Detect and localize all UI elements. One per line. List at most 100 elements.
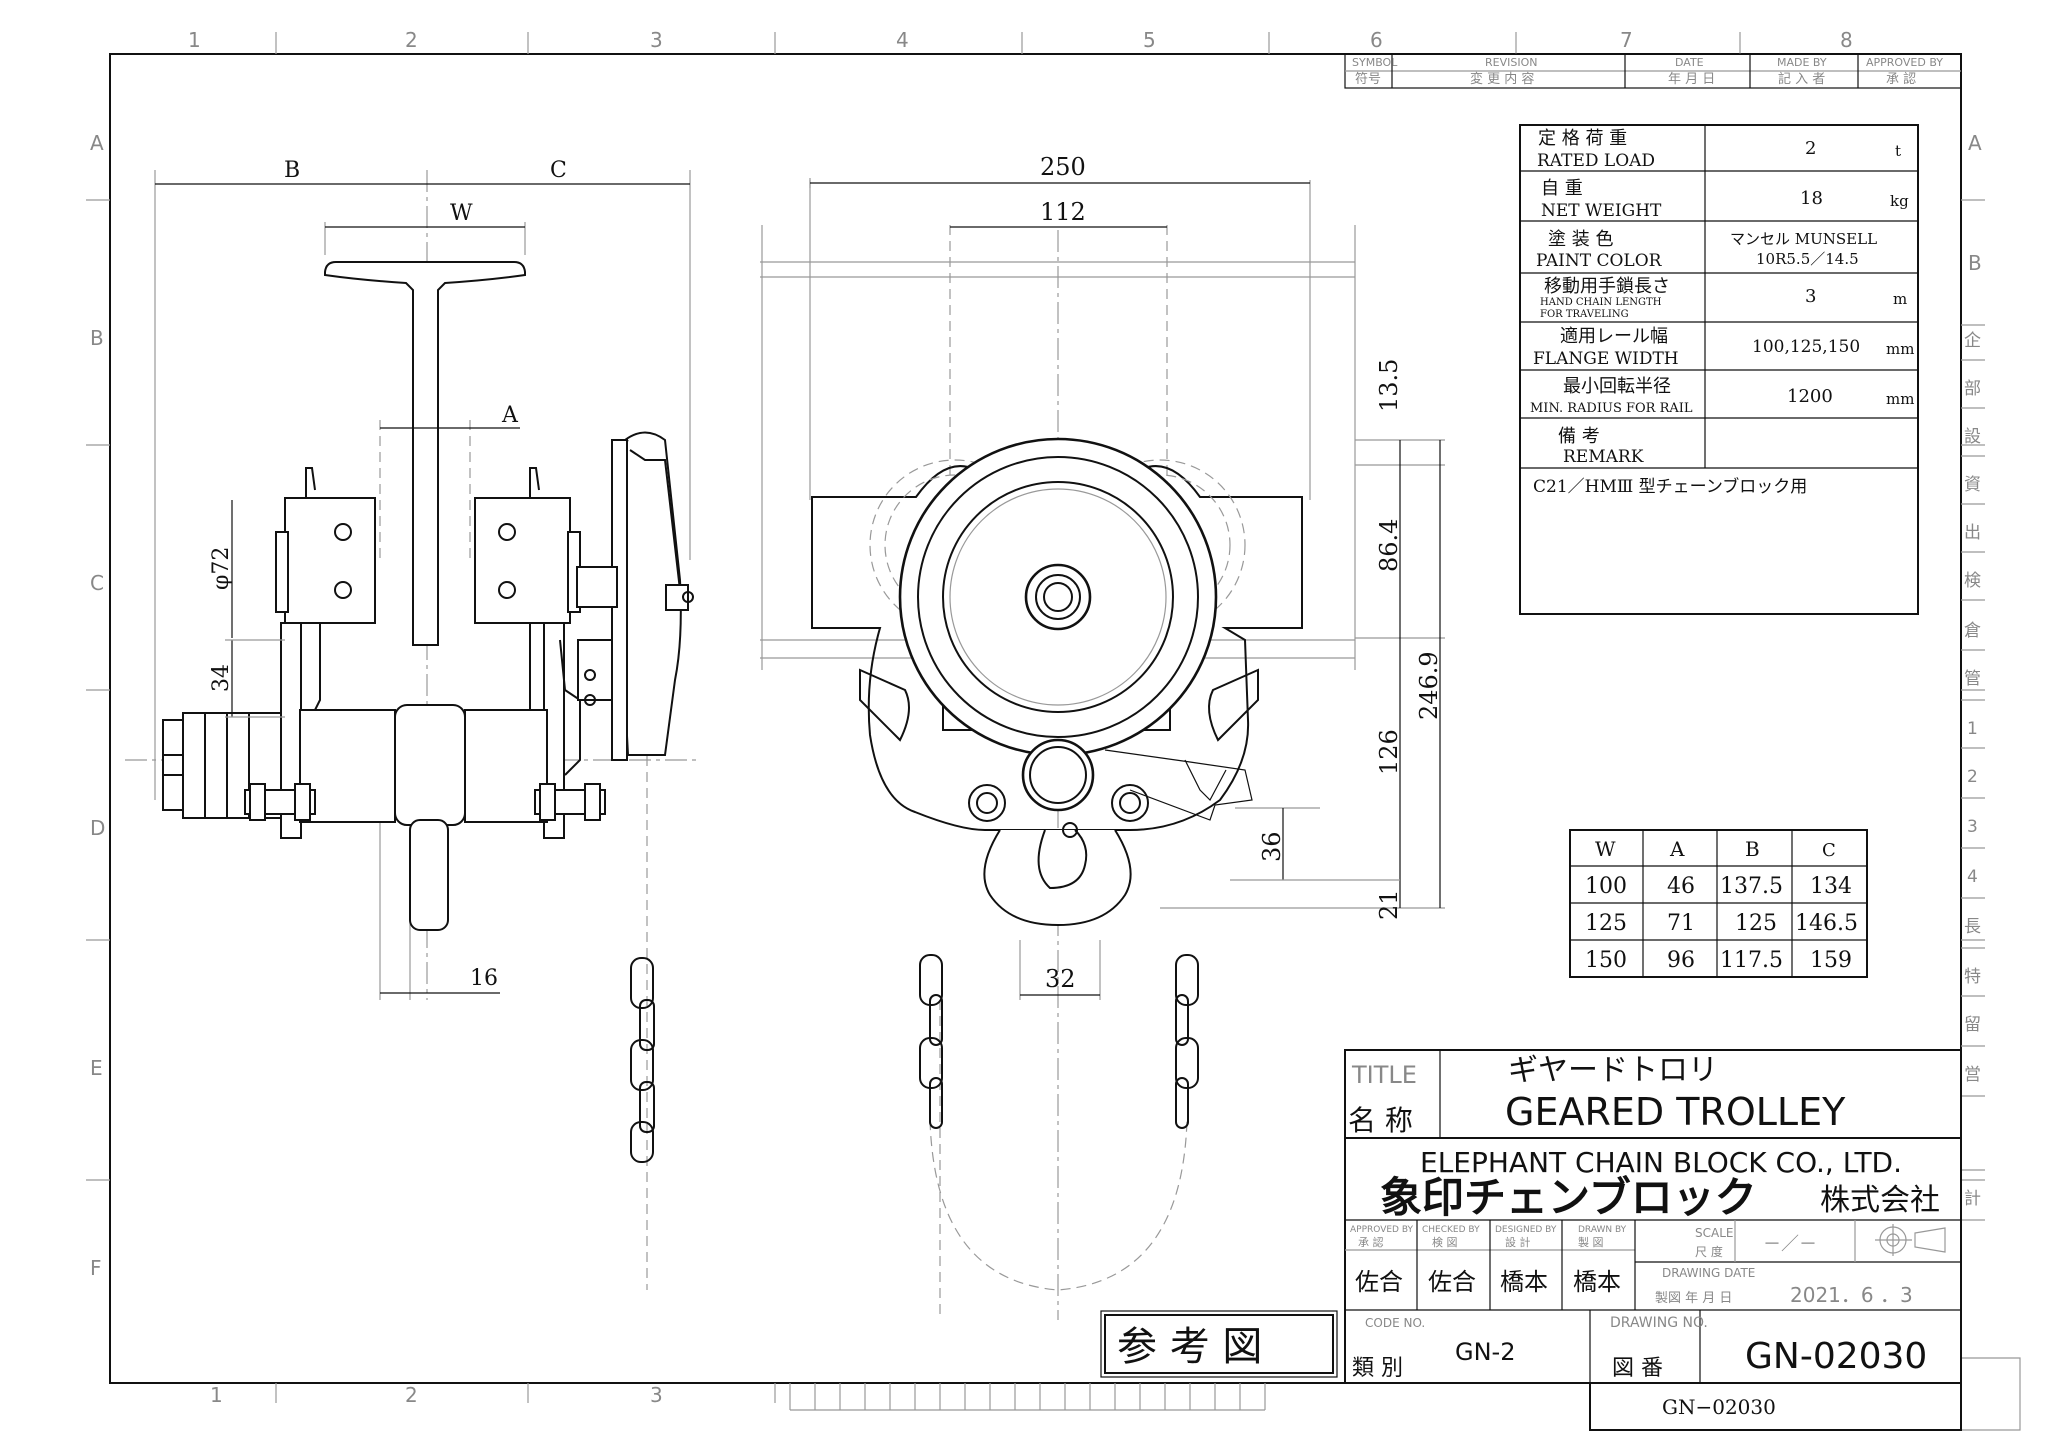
rev-made-by: MADE BY: [1777, 56, 1827, 69]
dt-cell-1-1: 71: [1667, 911, 1695, 936]
side-strip: 企 部 設 資 出 検 倉 管 1 2 3 4 長 特 留 営 計: [1961, 324, 2021, 1431]
tb-scale-value: －／－: [1763, 1234, 1817, 1255]
tb-company-jp: 象印チェンブロック: [1380, 1173, 1757, 1222]
spec-0-en: RATED LOAD: [1537, 151, 1655, 171]
rev-date-jp: 年 月 日: [1668, 72, 1715, 87]
tb-title-label: TITLE: [1351, 1061, 1417, 1089]
front-view: [760, 180, 1356, 1320]
spec-1-jp: 自 重: [1541, 178, 1583, 199]
dim-32: 32: [1045, 965, 1076, 993]
tb-drawing-date: 2021．6 ．3: [1790, 1283, 1913, 1307]
tb-drawer: 橋本: [1573, 1268, 1621, 1296]
spec-3-unit: m: [1893, 290, 1907, 308]
dimension-table: W A B C 100 46 137.5 134 125 71 125 146.…: [1569, 829, 1868, 978]
dt-header-B: B: [1745, 837, 1760, 861]
dim-B: B: [284, 158, 300, 183]
zone-col-5: 5: [1143, 28, 1156, 52]
zone-row-D: D: [90, 816, 105, 840]
rev-symbol-jp: 符号: [1355, 71, 1381, 87]
spec-4-value: 100,125,150: [1752, 337, 1860, 357]
tb-code-no: GN-2: [1455, 1338, 1515, 1366]
dt-cell-0-1: 46: [1667, 874, 1695, 899]
zone-row-A: A: [90, 131, 104, 155]
spec-0-unit: t: [1895, 142, 1901, 160]
spec-3-en2: FOR TRAVELING: [1540, 309, 1629, 320]
strip-9: 2: [1967, 767, 1978, 787]
spec-table: 定 格 荷 重 RATED LOAD 2 t 自 重 NET WEIGHT 18…: [1519, 124, 1919, 615]
strip-0: 企: [1964, 331, 1981, 351]
dim-126: 126: [1375, 729, 1403, 775]
front-hand-chain-left: [919, 954, 943, 1129]
dim-d72: φ72: [209, 547, 234, 590]
dim-36: 36: [1258, 831, 1286, 862]
zone-col-4: 4: [896, 28, 909, 52]
strip-14: 留: [1964, 1015, 1981, 1035]
zone-col-6: 6: [1370, 28, 1383, 52]
dt-cell-2-0: 150: [1585, 948, 1627, 973]
tb-drawing-no-label: DRAWING NO.: [1610, 1315, 1708, 1331]
sheet-frame: [86, 32, 1985, 1411]
strip-7: 管: [1964, 669, 1981, 689]
tb-drawn-by: DRAWN BY: [1578, 1225, 1627, 1235]
spec-5-value: 1200: [1787, 386, 1833, 407]
tb-scale-label: SCALE: [1695, 1226, 1733, 1240]
dt-header-C: C: [1822, 840, 1836, 861]
rev-date: DATE: [1675, 56, 1704, 69]
spec-5-jp: 最小回転半径: [1563, 376, 1671, 397]
tb-checked-by: CHECKED BY: [1422, 1225, 1480, 1235]
dim-C: C: [550, 158, 567, 183]
dim-13-5: 13.5: [1375, 359, 1403, 412]
tb-approver: 佐合: [1355, 1268, 1403, 1296]
zone-row-C: C: [90, 571, 104, 595]
reference-stamp-text: 参 考 図: [1117, 1324, 1262, 1370]
tb-bottom-drawing-no: GN−02030: [1662, 1395, 1776, 1419]
strip-13: 特: [1964, 967, 1981, 987]
zone-col-bottom-2: 2: [405, 1383, 418, 1407]
spec-4-unit: mm: [1886, 340, 1914, 358]
tb-drawing-date-label: DRAWING DATE: [1662, 1266, 1755, 1280]
spec-2-en: PAINT COLOR: [1536, 251, 1663, 271]
spec-6-jp: 備 考: [1558, 426, 1600, 447]
rev-revision: REVISION: [1485, 56, 1537, 69]
zone-col-bottom-3: 3: [650, 1383, 663, 1407]
tb-scale-label-jp: 尺 度: [1695, 1244, 1723, 1259]
spec-6-en: REMARK: [1563, 447, 1644, 467]
tb-drawing-no: GN-02030: [1745, 1336, 1927, 1377]
reference-stamp: 参 考 図: [1100, 1310, 1338, 1378]
tb-designer: 橋本: [1500, 1268, 1548, 1296]
spec-3-en: HAND CHAIN LENGTH: [1540, 297, 1662, 308]
strip-11: 4: [1967, 867, 1978, 887]
strip-12: 長: [1964, 917, 1981, 937]
tb-approved-by-jp: 承 認: [1358, 1235, 1384, 1249]
strip-16: 計: [1964, 1189, 1981, 1209]
dim-86-4: 86.4: [1375, 519, 1403, 572]
zone-col-7: 7: [1620, 28, 1633, 52]
zone-row-F: F: [90, 1256, 102, 1280]
dt-cell-2-1: 96: [1667, 948, 1695, 973]
tb-title-jp: ギヤードトロリ: [1508, 1053, 1718, 1088]
dim-d16: 16: [470, 966, 498, 991]
dt-header-A: A: [1669, 837, 1685, 861]
zone-col-3: 3: [650, 28, 663, 52]
zone-labels: 1 2 3 4 5 6 7 8 1 2 3 A B C D E F A B: [90, 28, 1982, 1407]
front-hand-chain-right: [1175, 954, 1199, 1129]
spec-2-value2: 10R5.5／14.5: [1756, 250, 1859, 268]
spec-4-jp: 適用レール幅: [1560, 326, 1668, 347]
spec-2-jp: 塗 装 色: [1548, 228, 1613, 250]
side-hand-chain: [630, 957, 655, 1163]
strip-10: 3: [1967, 817, 1978, 837]
tb-title-label-jp: 名 称: [1348, 1104, 1413, 1137]
zone-row-right-B: B: [1968, 251, 1982, 275]
zone-row-E: E: [90, 1056, 103, 1080]
tb-drawing-date-label-jp: 製図 年 月 日: [1655, 1291, 1732, 1306]
spec-4-en: FLANGE WIDTH: [1533, 349, 1679, 369]
dim-W: W: [450, 201, 473, 226]
dim-250: 250: [1040, 153, 1086, 181]
zone-col-1: 1: [188, 28, 201, 52]
spec-5-unit: mm: [1886, 390, 1914, 408]
rev-made-by-jp: 記 入 者: [1778, 71, 1825, 87]
dim-246-9: 246.9: [1415, 651, 1443, 720]
projection-symbol-icon: [1875, 1224, 1946, 1256]
side-view: [125, 170, 700, 1290]
title-block: TITLE 名 称 ギヤードトロリ GEARED TROLLEY ELEPHAN…: [1344, 1049, 1962, 1431]
